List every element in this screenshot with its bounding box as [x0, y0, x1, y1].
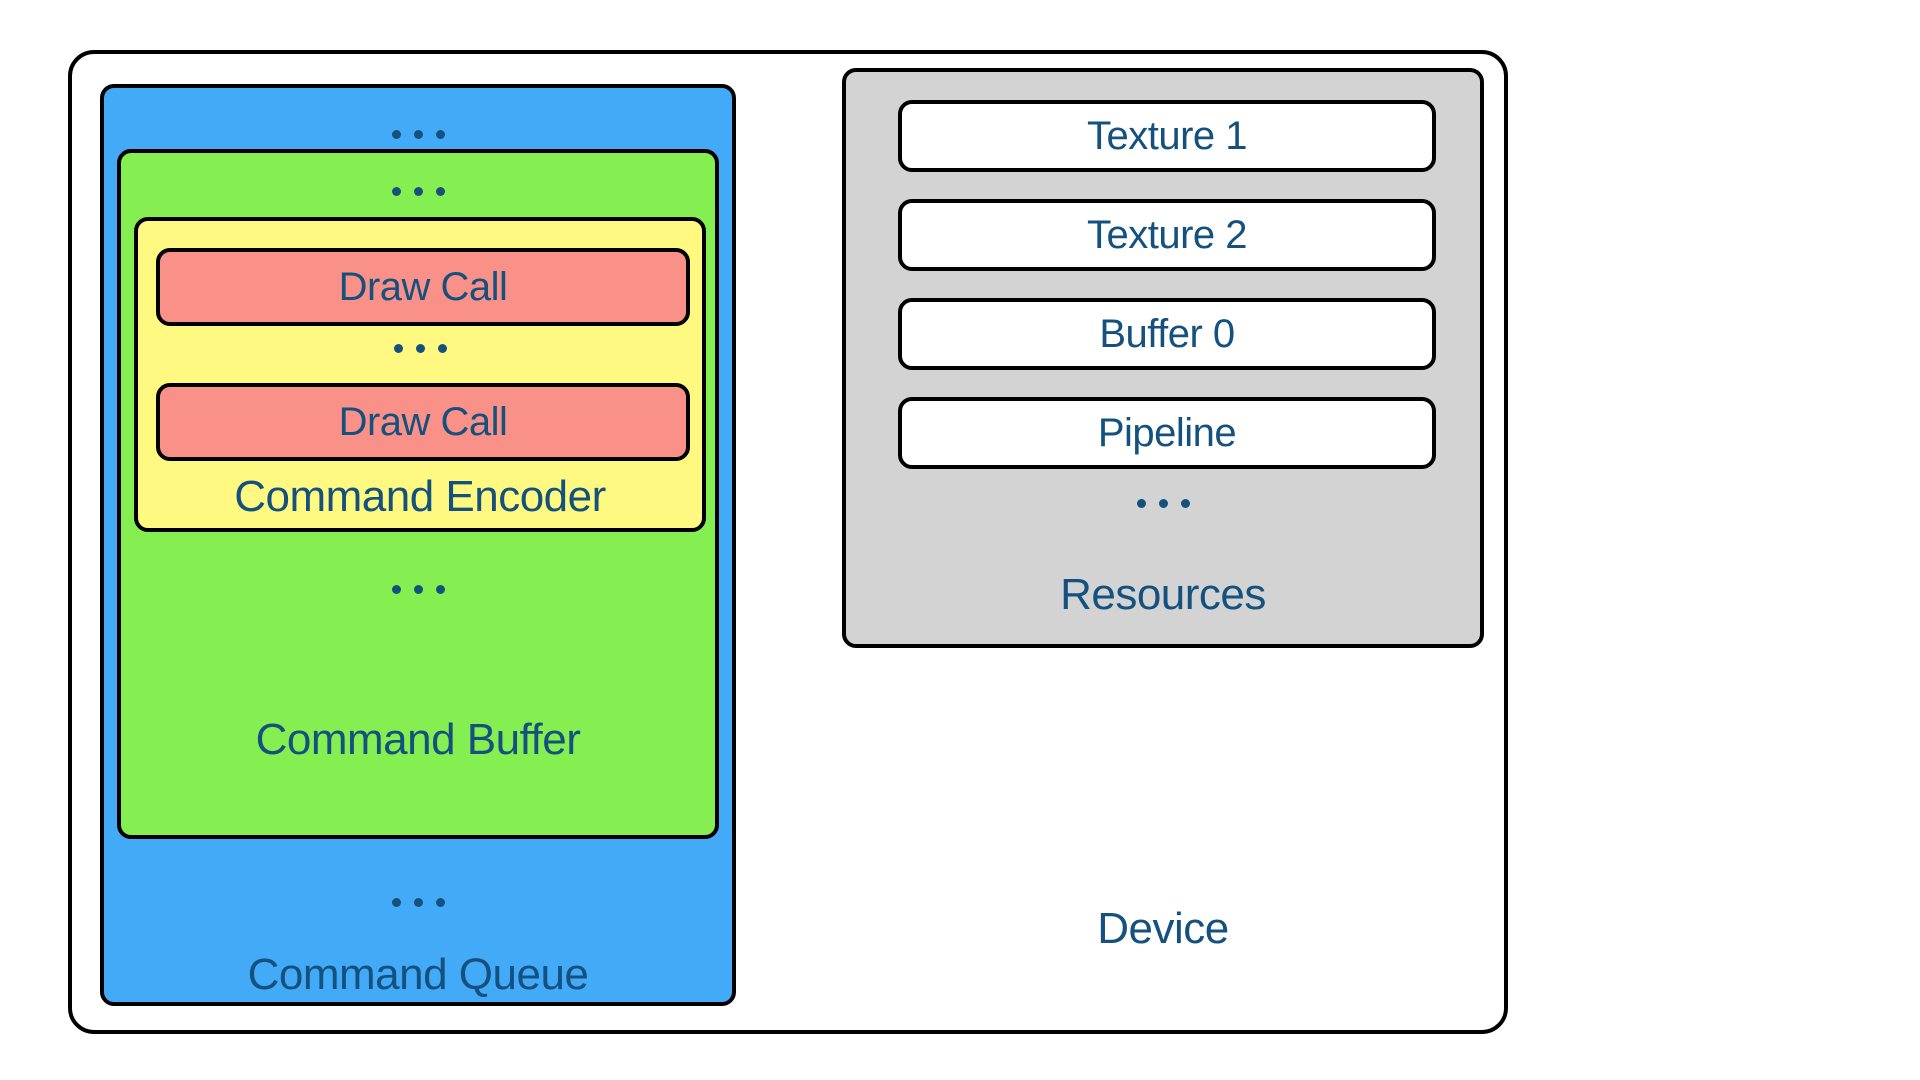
- dot: [391, 898, 401, 907]
- dot: [391, 585, 401, 594]
- resource-label: Pipeline: [1097, 410, 1237, 455]
- device-container: Draw Call Draw Call Command Encoder: [68, 50, 1508, 1034]
- dot: [435, 898, 445, 907]
- dot: [391, 130, 401, 139]
- dot: [413, 130, 423, 139]
- dot: [435, 187, 445, 196]
- dot: [393, 344, 403, 353]
- resources-label: Resources: [1060, 570, 1266, 619]
- command-buffer-label: Command Buffer: [255, 715, 581, 764]
- command-buffer-ellipsis-bottom: [121, 585, 715, 594]
- resource-item-buffer-0[interactable]: Buffer 0: [898, 298, 1436, 370]
- dot: [435, 585, 445, 594]
- resources-container: Texture 1 Texture 2 Buffer 0 Pipeline Re…: [842, 68, 1484, 648]
- command-buffer-ellipsis-top: [121, 187, 715, 196]
- device-label: Device: [1097, 904, 1229, 953]
- resources-ellipsis: [846, 499, 1480, 508]
- dot: [413, 585, 423, 594]
- draw-call-label: Draw Call: [338, 264, 508, 309]
- command-queue-ellipsis-bottom: [104, 898, 732, 907]
- command-queue-ellipsis-top: [104, 130, 732, 139]
- resource-item-texture-2[interactable]: Texture 2: [898, 199, 1436, 271]
- command-buffer-container: Draw Call Draw Call Command Encoder: [117, 149, 719, 839]
- resource-label: Texture 1: [1086, 113, 1248, 158]
- resource-label: Texture 2: [1086, 212, 1248, 257]
- dot: [437, 344, 447, 353]
- draw-call-item[interactable]: Draw Call: [156, 383, 690, 461]
- resource-item-pipeline[interactable]: Pipeline: [898, 397, 1436, 469]
- resource-item-texture-1[interactable]: Texture 1: [898, 100, 1436, 172]
- dot: [413, 898, 423, 907]
- resource-label: Buffer 0: [1099, 311, 1235, 356]
- draw-call-label: Draw Call: [338, 399, 508, 444]
- dot: [391, 187, 401, 196]
- dot: [413, 187, 423, 196]
- draw-call-item[interactable]: Draw Call: [156, 248, 690, 326]
- dot: [1136, 499, 1146, 508]
- dot: [1180, 499, 1190, 508]
- dot: [415, 344, 425, 353]
- command-queue-container: Draw Call Draw Call Command Encoder: [100, 84, 736, 1006]
- dot: [435, 130, 445, 139]
- command-queue-label: Command Queue: [247, 950, 589, 999]
- dot: [1158, 499, 1168, 508]
- command-encoder-container: Draw Call Draw Call Command Encoder: [134, 217, 706, 532]
- command-encoder-ellipsis-middle: [138, 344, 702, 353]
- command-encoder-label: Command Encoder: [234, 472, 606, 521]
